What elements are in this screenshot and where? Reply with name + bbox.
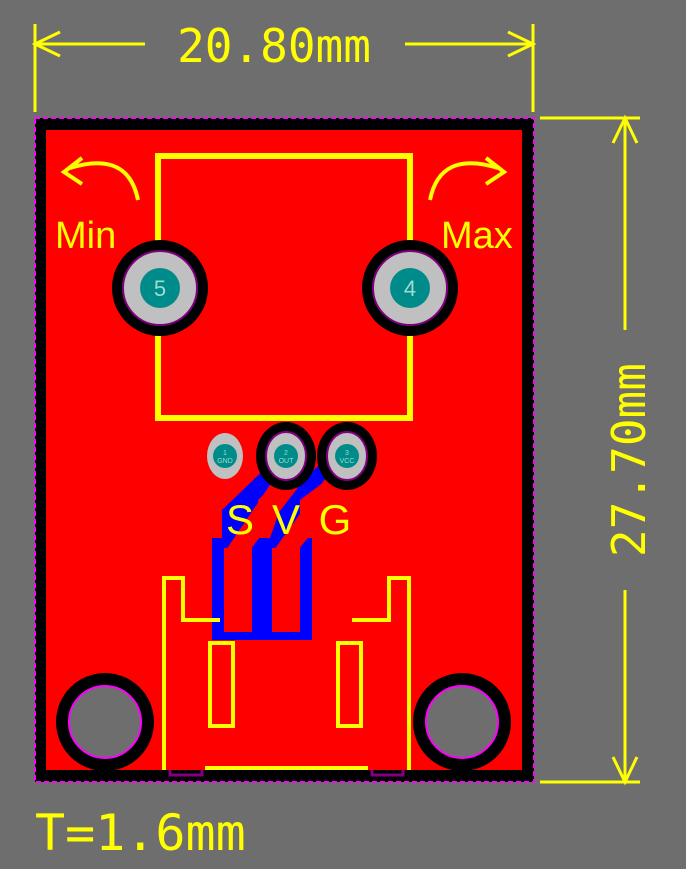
pad-number: 1 <box>223 450 227 457</box>
connector-edge-marks <box>168 770 405 777</box>
pin-label-g: G <box>319 496 352 543</box>
pad-number: 3 <box>345 450 349 457</box>
pin-label-v: V <box>272 496 300 543</box>
top-copper-traces <box>224 465 355 632</box>
board-edge-outline <box>34 117 535 783</box>
pad-net: OUT <box>279 458 295 465</box>
header-pad-vcc[interactable]: 3 VCC <box>317 422 377 490</box>
pad-number: 5 <box>154 276 166 301</box>
rotate-cw-arrow-icon <box>428 156 508 201</box>
pad-net: GND <box>217 458 233 465</box>
height-dimension <box>540 114 640 786</box>
pot-pad-4[interactable]: 4 <box>362 240 458 336</box>
pad-number: 4 <box>404 276 416 301</box>
height-dimension-label: 27.70mm <box>602 363 656 557</box>
pot-pad-5[interactable]: 5 <box>112 240 208 336</box>
pad-net: VCC <box>340 458 355 465</box>
pin-label-s: S <box>226 496 254 543</box>
min-label: Min <box>55 215 116 257</box>
max-label: Max <box>441 215 513 257</box>
header-pad-out[interactable]: 2 OUT <box>256 422 316 490</box>
mounting-hole-left <box>56 673 154 771</box>
pad-number: 2 <box>284 450 288 457</box>
rotate-ccw-arrow-icon <box>60 156 140 201</box>
connector-outline <box>162 576 411 770</box>
width-dimension <box>31 24 537 112</box>
mounting-hole-right <box>413 673 511 771</box>
thickness-label: T=1.6mm <box>35 804 246 862</box>
width-dimension-label: 20.80mm <box>177 19 371 73</box>
header-pad-gnd[interactable]: 1 GND <box>207 433 243 479</box>
